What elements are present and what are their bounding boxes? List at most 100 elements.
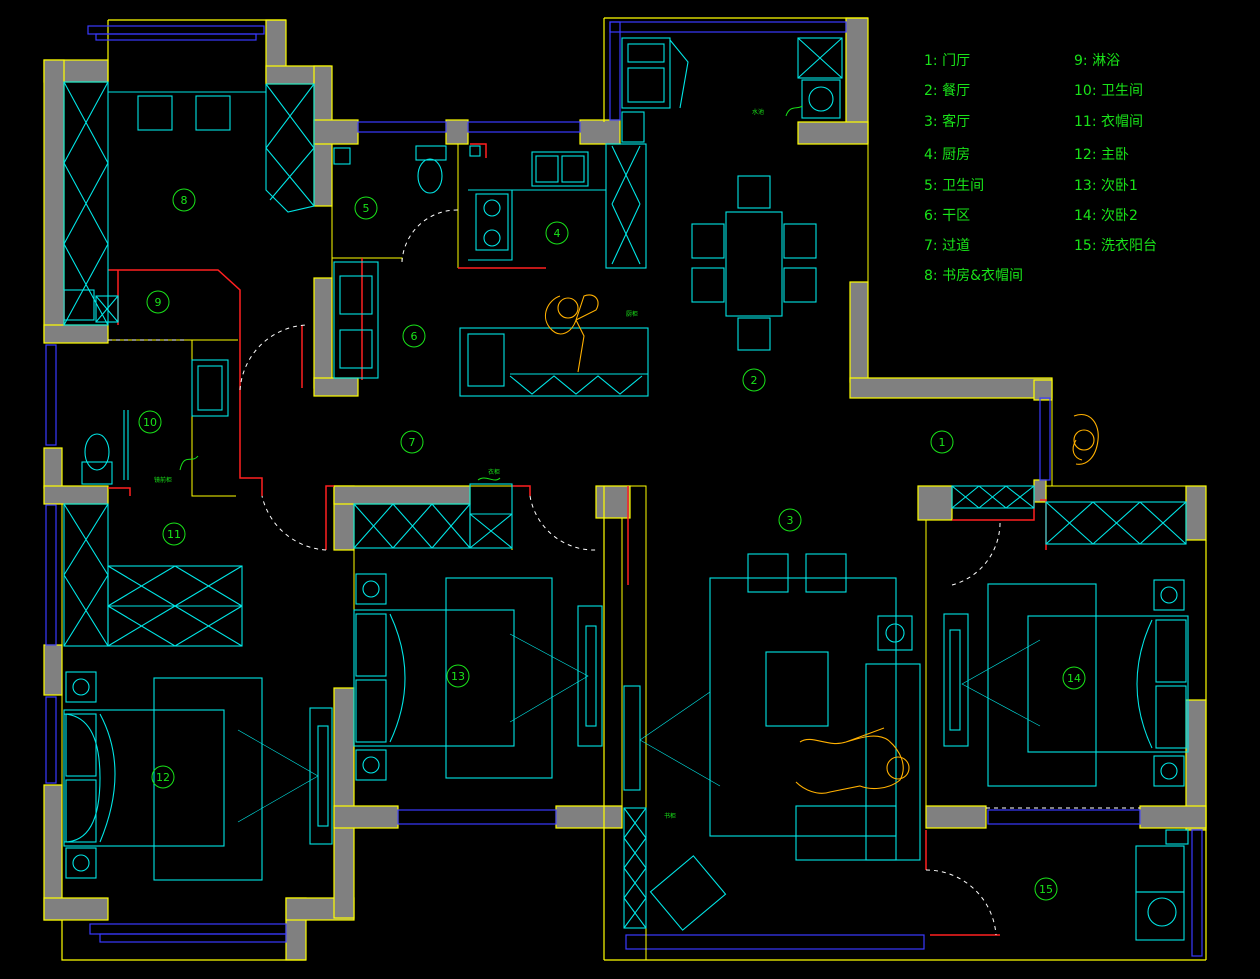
room-number-circle	[1034, 877, 1058, 901]
vanity	[333, 261, 379, 379]
bed-sheet	[1136, 619, 1153, 749]
nightstand	[65, 847, 97, 879]
room-number-label: 7	[409, 436, 416, 449]
rug	[987, 583, 1097, 787]
armchair	[805, 553, 847, 593]
wall-segment	[595, 485, 631, 519]
wall-segment	[43, 485, 109, 505]
door-frame	[325, 485, 334, 550]
nightstand	[65, 671, 97, 703]
room-number-label: 3	[787, 514, 794, 527]
lamp	[1160, 586, 1178, 604]
wall-segment	[313, 277, 333, 389]
legend-item-1: 1: 门厅	[924, 53, 971, 69]
wardrobe	[1045, 501, 1187, 545]
rug	[445, 577, 553, 779]
walls	[43, 17, 1207, 961]
glass-partition	[123, 410, 129, 480]
cabinet	[621, 111, 645, 143]
room-legend: 1: 门厅 2: 餐厅 3: 客厅 4: 厨房 5: 卫生间 6: 干区 7: …	[924, 46, 1254, 296]
door-swing	[401, 209, 459, 263]
room-number-label: 9	[155, 296, 162, 309]
washer	[797, 37, 843, 79]
bookcase-cross	[623, 807, 647, 929]
basin	[339, 275, 373, 315]
legend-item-12: 12: 主卧	[1074, 147, 1129, 163]
toilet-tank	[415, 145, 447, 161]
room-number-circle	[742, 368, 766, 392]
legend-item-7: 7: 过道	[924, 238, 971, 254]
legend-item-13: 13: 次卧1	[1074, 178, 1138, 194]
wardrobe-cross	[63, 81, 109, 326]
fridge-door	[627, 43, 665, 63]
stove-burner	[483, 229, 501, 247]
tv-view	[237, 729, 319, 823]
room-number-label: 6	[411, 330, 418, 343]
wardrobe-cross	[265, 83, 315, 207]
pillow	[355, 613, 387, 677]
doors	[63, 143, 1047, 936]
person-figure	[795, 727, 904, 794]
bed-sheet	[389, 613, 406, 743]
sofa	[865, 663, 921, 861]
legend-item-14: 14: 次卧2	[1074, 208, 1138, 224]
partition	[191, 340, 236, 497]
lounge-chair	[649, 855, 727, 931]
legend-item-4: 4: 厨房	[924, 147, 971, 163]
tv	[317, 725, 329, 827]
window	[987, 809, 1141, 825]
legend-item-8: 8: 书房&衣帽间	[924, 268, 1023, 284]
tv-view	[639, 691, 721, 787]
pillow	[1155, 685, 1187, 749]
cabinet-cross	[469, 513, 513, 549]
wall-segment	[43, 447, 63, 489]
wall-segment	[1033, 479, 1047, 503]
wall-segment	[917, 485, 953, 521]
legend-item-2: 2: 餐厅	[924, 83, 971, 99]
chair	[195, 95, 231, 131]
dining-chair	[691, 267, 725, 303]
drawer-zigzag	[509, 375, 643, 395]
people	[545, 294, 1099, 794]
lamp	[362, 756, 380, 774]
wall-segment	[43, 644, 63, 696]
tv	[949, 629, 961, 731]
sink-basin	[801, 79, 841, 119]
nightstand	[1153, 755, 1185, 787]
room-number-circle	[400, 430, 424, 454]
room-number-circle	[402, 324, 426, 348]
windows	[45, 21, 1203, 957]
cabinet	[63, 289, 95, 321]
room-number-circle	[545, 221, 569, 245]
wall-segment	[797, 121, 869, 145]
furniture	[63, 37, 1189, 941]
cabinet-cross	[611, 145, 641, 265]
door-swing	[951, 519, 1001, 586]
partition	[470, 485, 513, 550]
room-number-circle	[1062, 666, 1086, 690]
window	[357, 121, 447, 133]
room-number-circle	[151, 765, 175, 789]
dryer	[1135, 845, 1185, 893]
cabinet	[469, 483, 513, 549]
pillow	[65, 779, 97, 843]
side-table	[877, 615, 913, 651]
tv-cabinet	[943, 613, 969, 747]
legend-item-9: 9: 淋浴	[1074, 53, 1121, 69]
cabinet-cross	[951, 485, 1035, 509]
cabinet	[951, 485, 1035, 509]
room-number-circle	[146, 290, 170, 314]
room-number-circle	[778, 508, 802, 532]
door-swing	[529, 495, 597, 551]
wardrobe	[63, 81, 109, 326]
bed	[353, 609, 515, 747]
person-head	[1073, 429, 1095, 451]
legend-item-6: 6: 干区	[924, 208, 971, 224]
pillow	[355, 679, 387, 743]
bed	[1027, 615, 1189, 753]
sink-bowl	[808, 86, 834, 112]
dining-chair	[783, 267, 817, 303]
wall-segment	[1033, 379, 1053, 401]
